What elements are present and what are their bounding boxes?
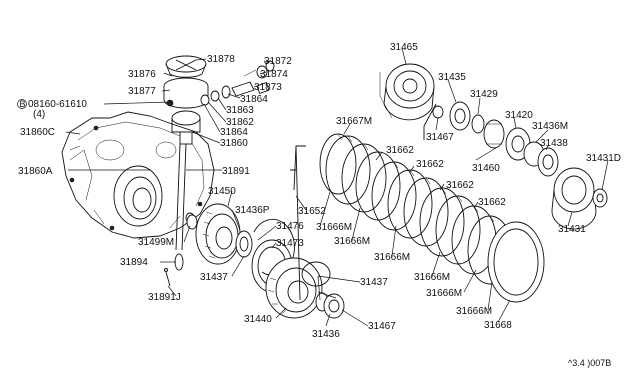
label-31666M-e: 31666M	[426, 288, 462, 299]
snap-ring-31499M	[186, 214, 198, 230]
label-31662-d: 31662	[478, 197, 506, 208]
label-31467-bottom: 31467	[368, 321, 396, 332]
label-31438: 31438	[540, 138, 568, 149]
label-31420: 31420	[505, 110, 533, 121]
label-31499M: 31499M	[138, 237, 174, 248]
label-31431D: 31431D	[586, 153, 621, 164]
label-31436: 31436	[312, 329, 340, 340]
bolt-callout-circle	[17, 99, 27, 109]
label-31860C: 31860C	[20, 127, 55, 138]
label-31431: 31431	[558, 224, 586, 235]
label-31878: 31878	[207, 54, 235, 65]
label-31874: 31874	[260, 69, 288, 80]
label-31460: 31460	[472, 163, 500, 174]
label-bolt-quantity: (4)	[33, 109, 45, 120]
label-bolt-08160-61610: 08160-61610	[28, 99, 87, 110]
label-31873: 31873	[254, 82, 282, 93]
diagram-reference-code: ^3.4 )007B	[568, 358, 611, 368]
drum-31465	[379, 63, 435, 121]
label-31652: 31652	[298, 206, 326, 217]
label-31891J: 31891J	[148, 292, 181, 303]
label-31435: 31435	[438, 72, 466, 83]
label-31450: 31450	[208, 186, 236, 197]
label-31863: 31863	[226, 105, 254, 116]
leader-lines	[65, 47, 609, 327]
label-31666M-c: 31666M	[374, 252, 410, 263]
bolt-callout-letter: B	[20, 99, 26, 109]
label-31662-b: 31662	[416, 159, 444, 170]
rear-drum-31440	[265, 257, 331, 319]
label-31891: 31891	[222, 166, 250, 177]
label-31894: 31894	[120, 257, 148, 268]
front-clutch-drum	[195, 203, 253, 265]
label-31864-upper: 31864	[240, 94, 268, 105]
label-31876: 31876	[128, 69, 156, 80]
label-31437-right: 31437	[360, 277, 388, 288]
transmission-case	[61, 111, 215, 239]
label-31467-top: 31467	[426, 132, 454, 143]
label-31465: 31465	[390, 42, 418, 53]
label-31476: 31476	[276, 221, 304, 232]
label-31864-lower: 31864	[220, 127, 248, 138]
valve-small-parts	[200, 60, 275, 106]
bracket-31467	[423, 103, 437, 140]
label-31436M: 31436M	[532, 121, 568, 132]
label-31860: 31860	[220, 138, 248, 149]
label-31662-c: 31662	[446, 180, 474, 191]
part-labels: 31878 31876 31877 31872 31874 31873 3186…	[17, 42, 621, 368]
governor-assembly	[163, 55, 209, 287]
label-31666M-f: 31666M	[456, 306, 492, 317]
drum-31431	[551, 167, 608, 230]
label-31667M: 31667M	[336, 116, 372, 127]
label-31666M-b: 31666M	[334, 236, 370, 247]
label-31862: 31862	[226, 117, 254, 128]
label-31437-left: 31437	[200, 272, 228, 283]
sun-gear-31437	[315, 292, 345, 319]
label-31872: 31872	[264, 56, 292, 67]
label-31662-a: 31662	[386, 145, 414, 156]
label-31668: 31668	[484, 320, 512, 331]
right-small-parts	[432, 101, 559, 177]
label-31666M-d: 31666M	[414, 272, 450, 283]
label-31877: 31877	[128, 86, 156, 97]
label-31860A: 31860A	[18, 166, 53, 177]
label-31440: 31440	[244, 314, 272, 325]
label-31436P: 31436P	[235, 205, 270, 216]
label-31473: 31473	[276, 238, 304, 249]
label-31666M-a: 31666M	[316, 222, 352, 233]
label-31429: 31429	[470, 89, 498, 100]
